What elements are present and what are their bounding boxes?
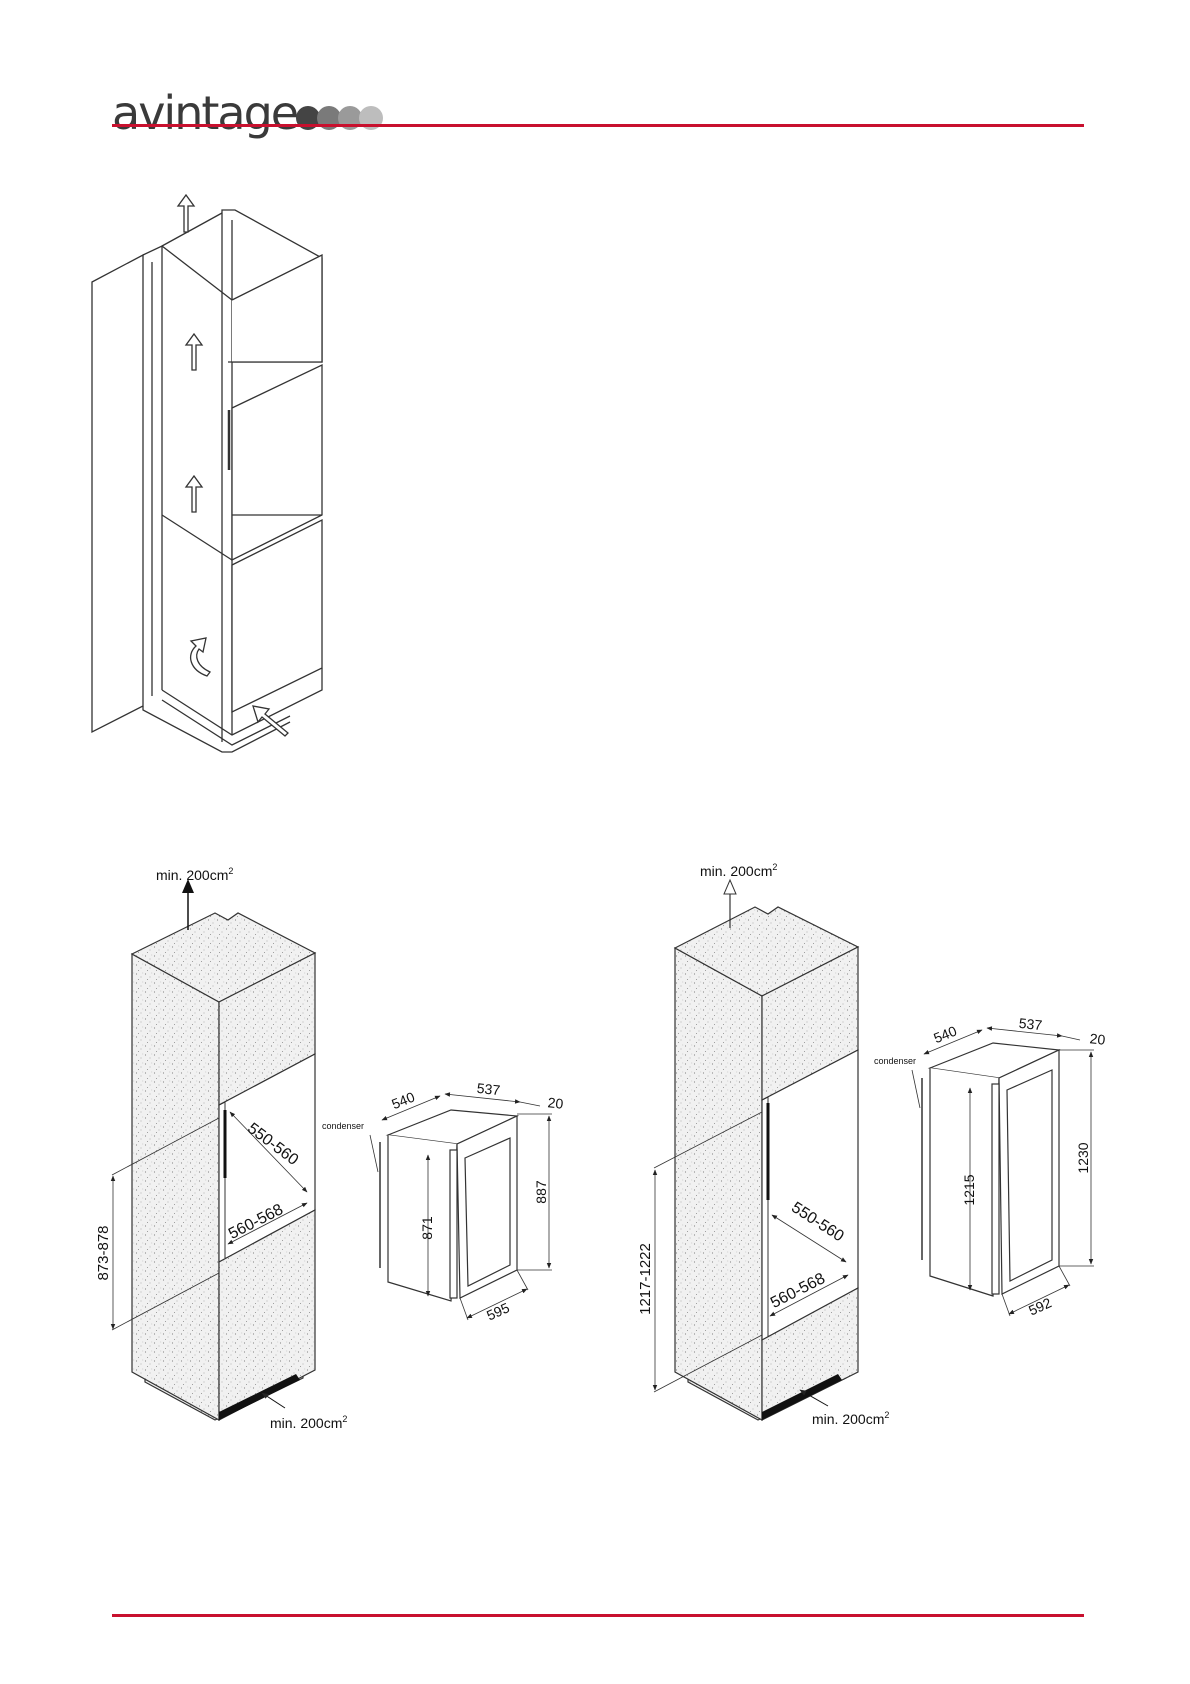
svg-text:min. 200cm2: min. 200cm2 xyxy=(700,862,777,879)
svg-text:min. 200cm2: min. 200cm2 xyxy=(812,1410,889,1427)
left-condenser-label: condenser xyxy=(322,1121,364,1131)
right-vent-top-sup: 2 xyxy=(772,862,777,872)
right-vent-top-label: min. 200cm xyxy=(700,863,772,879)
left-body-height: 871 xyxy=(419,1216,435,1240)
svg-text:min. 200cm2: min. 200cm2 xyxy=(156,866,233,883)
right-body-height: 1215 xyxy=(961,1174,977,1205)
right-body-depth: 537 xyxy=(1018,1015,1043,1033)
left-vent-bottom-label: min. 200cm xyxy=(270,1415,342,1431)
left-appliance-drawing: 871 887 595 540 537 20 condenser xyxy=(322,1080,564,1324)
left-body-depth: 537 xyxy=(476,1080,501,1098)
svg-text:min. 200cm2: min. 200cm2 xyxy=(270,1414,347,1431)
airflow-cabinet-drawing xyxy=(91,193,323,753)
right-door-gap: 20 xyxy=(1089,1030,1106,1048)
right-height-range: 1217-1222 xyxy=(637,1243,654,1315)
left-vent-bottom-sup: 2 xyxy=(342,1414,347,1424)
footer-rule xyxy=(112,1614,1084,1617)
right-condenser-label: condenser xyxy=(874,1056,916,1066)
left-installation-drawing: min. 200cm2 min. 200cm2 873-878 550-560 … xyxy=(95,866,347,1431)
left-width: 595 xyxy=(484,1299,512,1323)
left-total-height: 887 xyxy=(533,1180,549,1204)
left-depth: 540 xyxy=(389,1088,417,1112)
right-vent-bottom-label: min. 200cm xyxy=(812,1411,884,1427)
left-height-range: 873-878 xyxy=(95,1225,112,1280)
brand-name: avintage xyxy=(112,86,299,140)
right-installation-drawing: min. 200cm2 min. 200cm2 1217-1222 550-56… xyxy=(637,862,889,1427)
header-rule xyxy=(112,124,1084,127)
left-vent-top-sup: 2 xyxy=(228,866,233,876)
right-depth: 540 xyxy=(931,1022,959,1046)
right-width: 592 xyxy=(1026,1294,1054,1318)
left-vent-top-label: min. 200cm xyxy=(156,867,228,883)
right-vent-bottom-sup: 2 xyxy=(884,1410,889,1420)
left-door-gap: 20 xyxy=(547,1094,564,1112)
right-appliance-drawing: 1215 1230 592 540 537 20 condenser xyxy=(874,1015,1106,1319)
right-total-height: 1230 xyxy=(1075,1142,1091,1173)
